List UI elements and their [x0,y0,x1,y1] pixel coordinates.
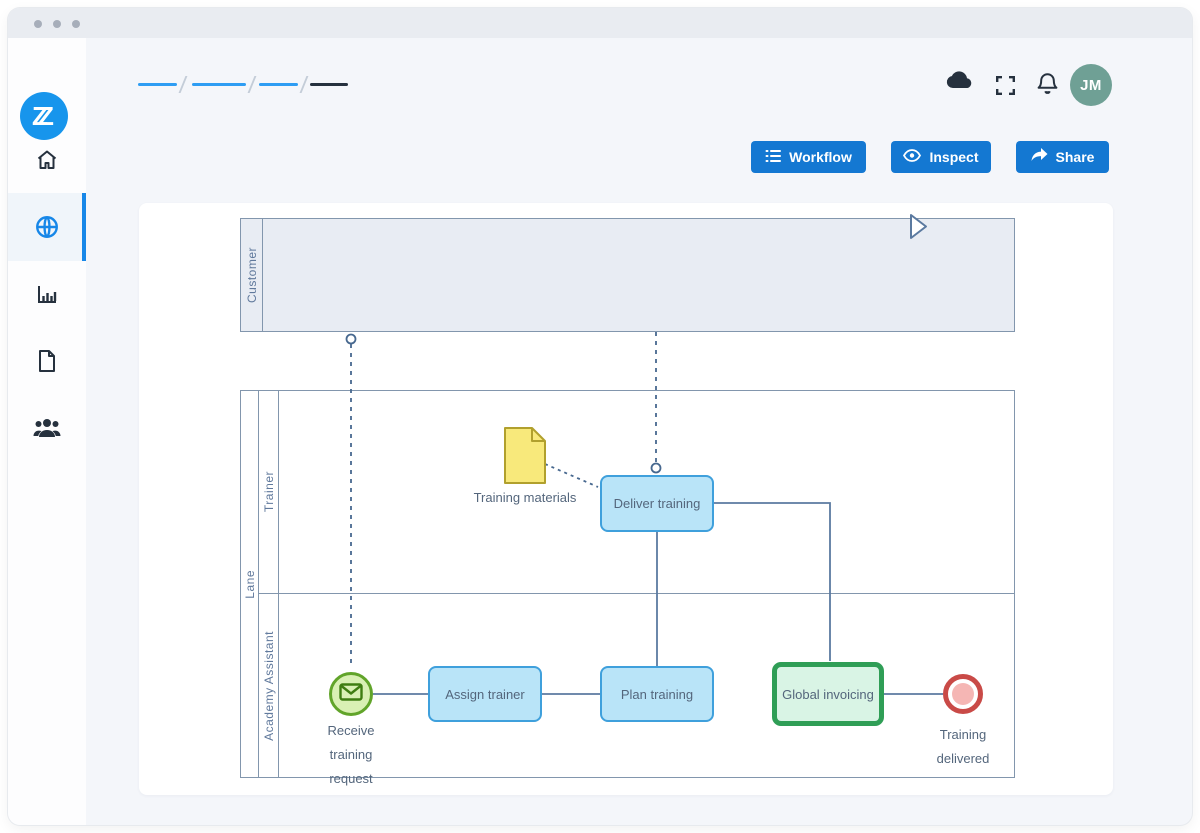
inspect-button[interactable]: Inspect [891,141,991,173]
sidebar-item-home[interactable] [8,126,86,194]
breadcrumb-segment[interactable] [259,83,298,86]
window-control-dot[interactable] [34,20,42,28]
start-event-receive-request[interactable] [329,672,373,716]
share-arrow-icon [1031,148,1048,166]
lane-trainer-label: Trainer [261,471,276,513]
envelope-icon [339,682,363,706]
sidebar-item-processes[interactable] [8,193,86,261]
task-deliver-training[interactable]: Deliver training [600,475,714,532]
task-global-invoicing-label: Global invoicing [782,686,874,702]
pool-customer-label-strip: Customer [241,219,263,331]
breadcrumb-segment-current [310,83,348,86]
lane-trainer-label-strip: Trainer [259,391,279,593]
breadcrumb-separator [247,76,256,93]
workflow-button[interactable]: Workflow [751,141,866,173]
task-global-invoicing[interactable]: Global invoicing [772,662,884,726]
breadcrumb-segment[interactable] [192,83,246,86]
task-deliver-training-label: Deliver training [613,496,701,511]
list-icon [765,149,782,166]
globe-icon [34,214,60,240]
people-icon [33,417,61,439]
window-control-dot[interactable] [53,20,61,28]
bell-icon[interactable] [1037,72,1058,100]
lane-academy-assistant[interactable]: Academy Assistant [259,594,1014,777]
window-control-dot[interactable] [72,20,80,28]
end-event-training-delivered[interactable] [943,674,983,714]
cloud-icon[interactable] [946,70,973,94]
diagram-canvas[interactable]: Customer Lane Trainer Academy Assistant [139,203,1113,795]
window-titlebar [8,8,1192,38]
sidebar-item-documents[interactable] [8,327,86,395]
expand-icon[interactable] [996,76,1015,100]
pool-lane-label-strip: Lane [241,391,259,777]
lanes: Trainer Academy Assistant [259,391,1014,777]
breadcrumb-segment[interactable] [138,83,177,86]
share-button-label: Share [1055,149,1095,165]
lane-academy-label: Academy Assistant [261,630,276,741]
breadcrumb-separator [299,76,308,93]
end-event-label: Training delivered [936,727,990,766]
pool-lane-label: Lane [242,569,257,599]
pool-customer[interactable]: Customer [240,218,1015,332]
sidebar-item-users[interactable] [8,394,86,462]
share-button[interactable]: Share [1016,141,1109,173]
pool-customer-label: Customer [244,246,259,303]
avatar[interactable]: JM [1070,64,1112,106]
avatar-initials: JM [1080,76,1102,94]
workflow-button-label: Workflow [789,149,852,165]
task-plan-training-label: Plan training [620,686,694,702]
sidebar-item-reports[interactable] [8,260,86,328]
data-object-label: Training materials [473,490,577,505]
bar-chart-icon [35,282,59,306]
document-icon [36,349,58,373]
task-assign-trainer-label: Assign trainer [445,686,525,702]
inspect-button-label: Inspect [929,149,979,165]
home-icon [35,148,59,172]
task-assign-trainer[interactable]: Assign trainer [428,666,542,722]
lane-trainer[interactable]: Trainer [259,391,1014,594]
end-event-inner-circle [952,683,974,705]
pool-lane[interactable]: Lane Trainer Academy Assistant [240,390,1015,778]
breadcrumb-separator [178,76,187,93]
start-event-label: Receive training request [327,723,375,786]
task-plan-training[interactable]: Plan training [600,666,714,722]
lane-academy-label-strip: Academy Assistant [259,594,279,777]
eye-icon [903,149,922,165]
